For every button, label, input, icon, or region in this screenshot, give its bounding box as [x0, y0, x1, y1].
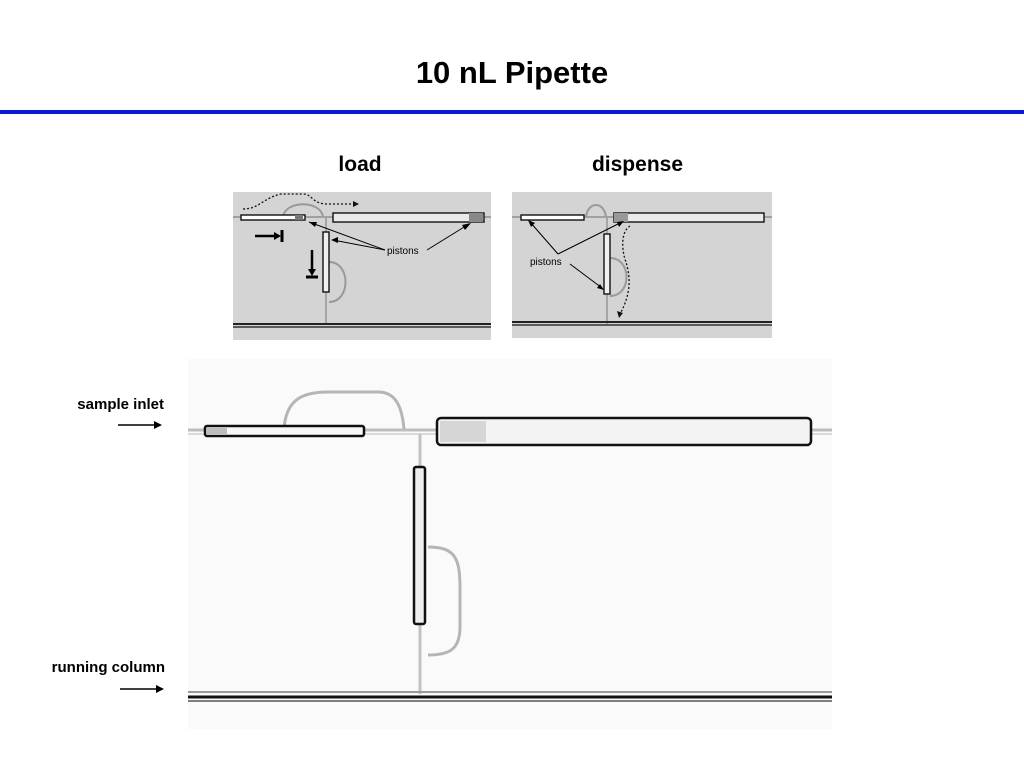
- running-column-arrow: [120, 685, 164, 693]
- title-divider: [0, 110, 1024, 114]
- dispense-panel-image: pistons: [512, 192, 772, 338]
- load-panel-image: pistons: [233, 192, 491, 340]
- dispense-pistons-label: pistons: [530, 257, 562, 268]
- dispense-heading: dispense: [591, 153, 684, 176]
- main-pipette-image: [188, 359, 832, 729]
- load-pistons-label: pistons: [387, 246, 419, 257]
- running-column-label: running column: [51, 659, 165, 676]
- load-heading: load: [338, 153, 382, 176]
- slide-title: 10 nL Pipette: [415, 55, 609, 90]
- sample-inlet-arrow: [118, 421, 162, 429]
- sample-inlet-label: sample inlet: [77, 396, 164, 413]
